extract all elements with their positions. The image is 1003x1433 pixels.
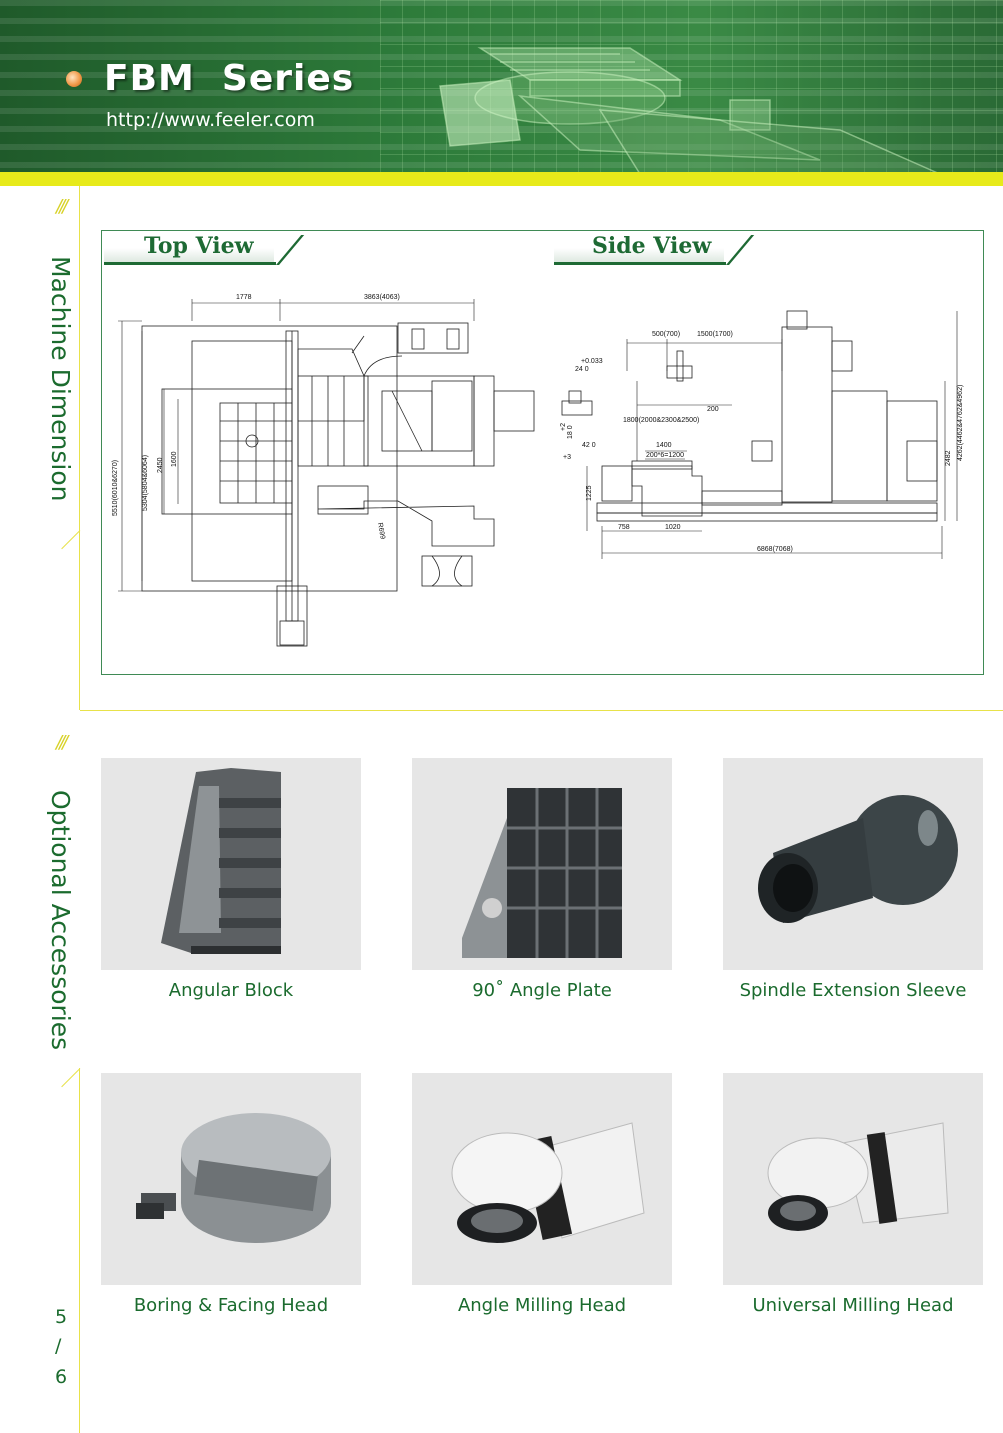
caption-spindle-sleeve: Spindle Extension Sleeve bbox=[739, 980, 967, 1001]
angle-plate-image bbox=[412, 758, 672, 970]
section-label-machine-dimension: Machine Dimension bbox=[46, 256, 75, 502]
header-banner: FBM Series http://www.feeler.com bbox=[0, 0, 1003, 174]
angular-block-image bbox=[101, 758, 361, 970]
caption-angular-block: Angular Block bbox=[168, 980, 294, 1001]
bullet-dot-icon bbox=[66, 71, 82, 87]
dim-3863: 3863(4063) bbox=[364, 294, 400, 301]
dim-47: 47 bbox=[557, 401, 558, 409]
caption-universal-milling-head: Universal Milling Head bbox=[752, 1295, 954, 1316]
side-view-title: Side View bbox=[592, 233, 712, 259]
series-title: FBM Series bbox=[104, 58, 355, 99]
corner-decor bbox=[61, 530, 81, 550]
spindle-sleeve-image bbox=[723, 758, 983, 970]
section-label-optional-accessories: Optional Accessories bbox=[46, 790, 75, 1051]
dim-plus3: +3 bbox=[563, 454, 571, 461]
section-divider bbox=[80, 710, 1003, 711]
side-view-drawing: 500(700) 1500(1700) +0.033 24 0 47 18 0 … bbox=[557, 310, 964, 559]
dim-6868: 6868(7068) bbox=[757, 546, 793, 553]
slash-decor-icon: /// bbox=[56, 196, 68, 217]
slash-decor-icon: /// bbox=[56, 732, 68, 753]
website-link[interactable]: http://www.feeler.com bbox=[106, 109, 315, 131]
top-view-title: Top View bbox=[144, 233, 254, 259]
page-number-total: 6 bbox=[55, 1366, 68, 1388]
universal-milling-head-image bbox=[723, 1073, 983, 1285]
caption-angle-milling-head: Angle Milling Head bbox=[457, 1295, 627, 1316]
machine-dimension-panel: Top View Side View bbox=[101, 230, 984, 675]
page-number-separator: / bbox=[55, 1335, 62, 1357]
dim-r699: R699 bbox=[376, 522, 386, 540]
dim-1600: 1600 bbox=[171, 451, 178, 467]
dim-2482: 2482 bbox=[945, 450, 952, 466]
dim-1500: 1500(1700) bbox=[697, 331, 733, 338]
dim-18: 18 0 bbox=[567, 425, 574, 439]
dim-500: 500(700) bbox=[652, 331, 680, 338]
dim-1020: 1020 bbox=[665, 524, 681, 531]
dim-4262: 4262(4462&4762&4962) bbox=[957, 385, 964, 461]
dim-tolerance: +0.033 bbox=[581, 358, 603, 365]
page-number-current: 5 bbox=[55, 1306, 68, 1328]
dim-200: 200 bbox=[707, 406, 719, 413]
dim-200x6: 200*6=1200 bbox=[646, 452, 684, 459]
dim-1778: 1778 bbox=[236, 294, 252, 301]
dim-24: 24 0 bbox=[575, 366, 589, 373]
dim-5304: 5304(5804&6064) bbox=[142, 455, 149, 511]
top-view-drawing: 1778 3863(4063) 5510(6010&6270) 5304(580… bbox=[112, 294, 535, 647]
dim-42: 42 0 bbox=[582, 442, 596, 449]
rail-line-bottom bbox=[79, 1068, 80, 1433]
machine-illustration-icon bbox=[439, 47, 941, 174]
caption-boring-head: Boring & Facing Head bbox=[133, 1295, 329, 1316]
corner-decor bbox=[61, 1068, 81, 1088]
dim-plus2: +2 bbox=[560, 423, 567, 431]
dim-1225: 1225 bbox=[586, 485, 593, 501]
rail-line-top bbox=[79, 186, 80, 710]
dim-5510: 5510(6010&6270) bbox=[112, 460, 119, 516]
dim-2450: 2450 bbox=[157, 457, 164, 473]
caption-angle-plate: 90˚ Angle Plate bbox=[472, 980, 612, 1001]
angle-milling-head-image bbox=[412, 1073, 672, 1285]
boring-head-image bbox=[101, 1073, 361, 1285]
dim-758: 758 bbox=[618, 524, 630, 531]
header-accent-bar bbox=[0, 172, 1003, 186]
dim-1800: 1800(2000&2300&2500) bbox=[623, 417, 699, 424]
top-view-tab: Top View bbox=[104, 231, 305, 265]
dim-1400: 1400 bbox=[656, 442, 672, 449]
side-view-tab: Side View bbox=[554, 231, 755, 265]
